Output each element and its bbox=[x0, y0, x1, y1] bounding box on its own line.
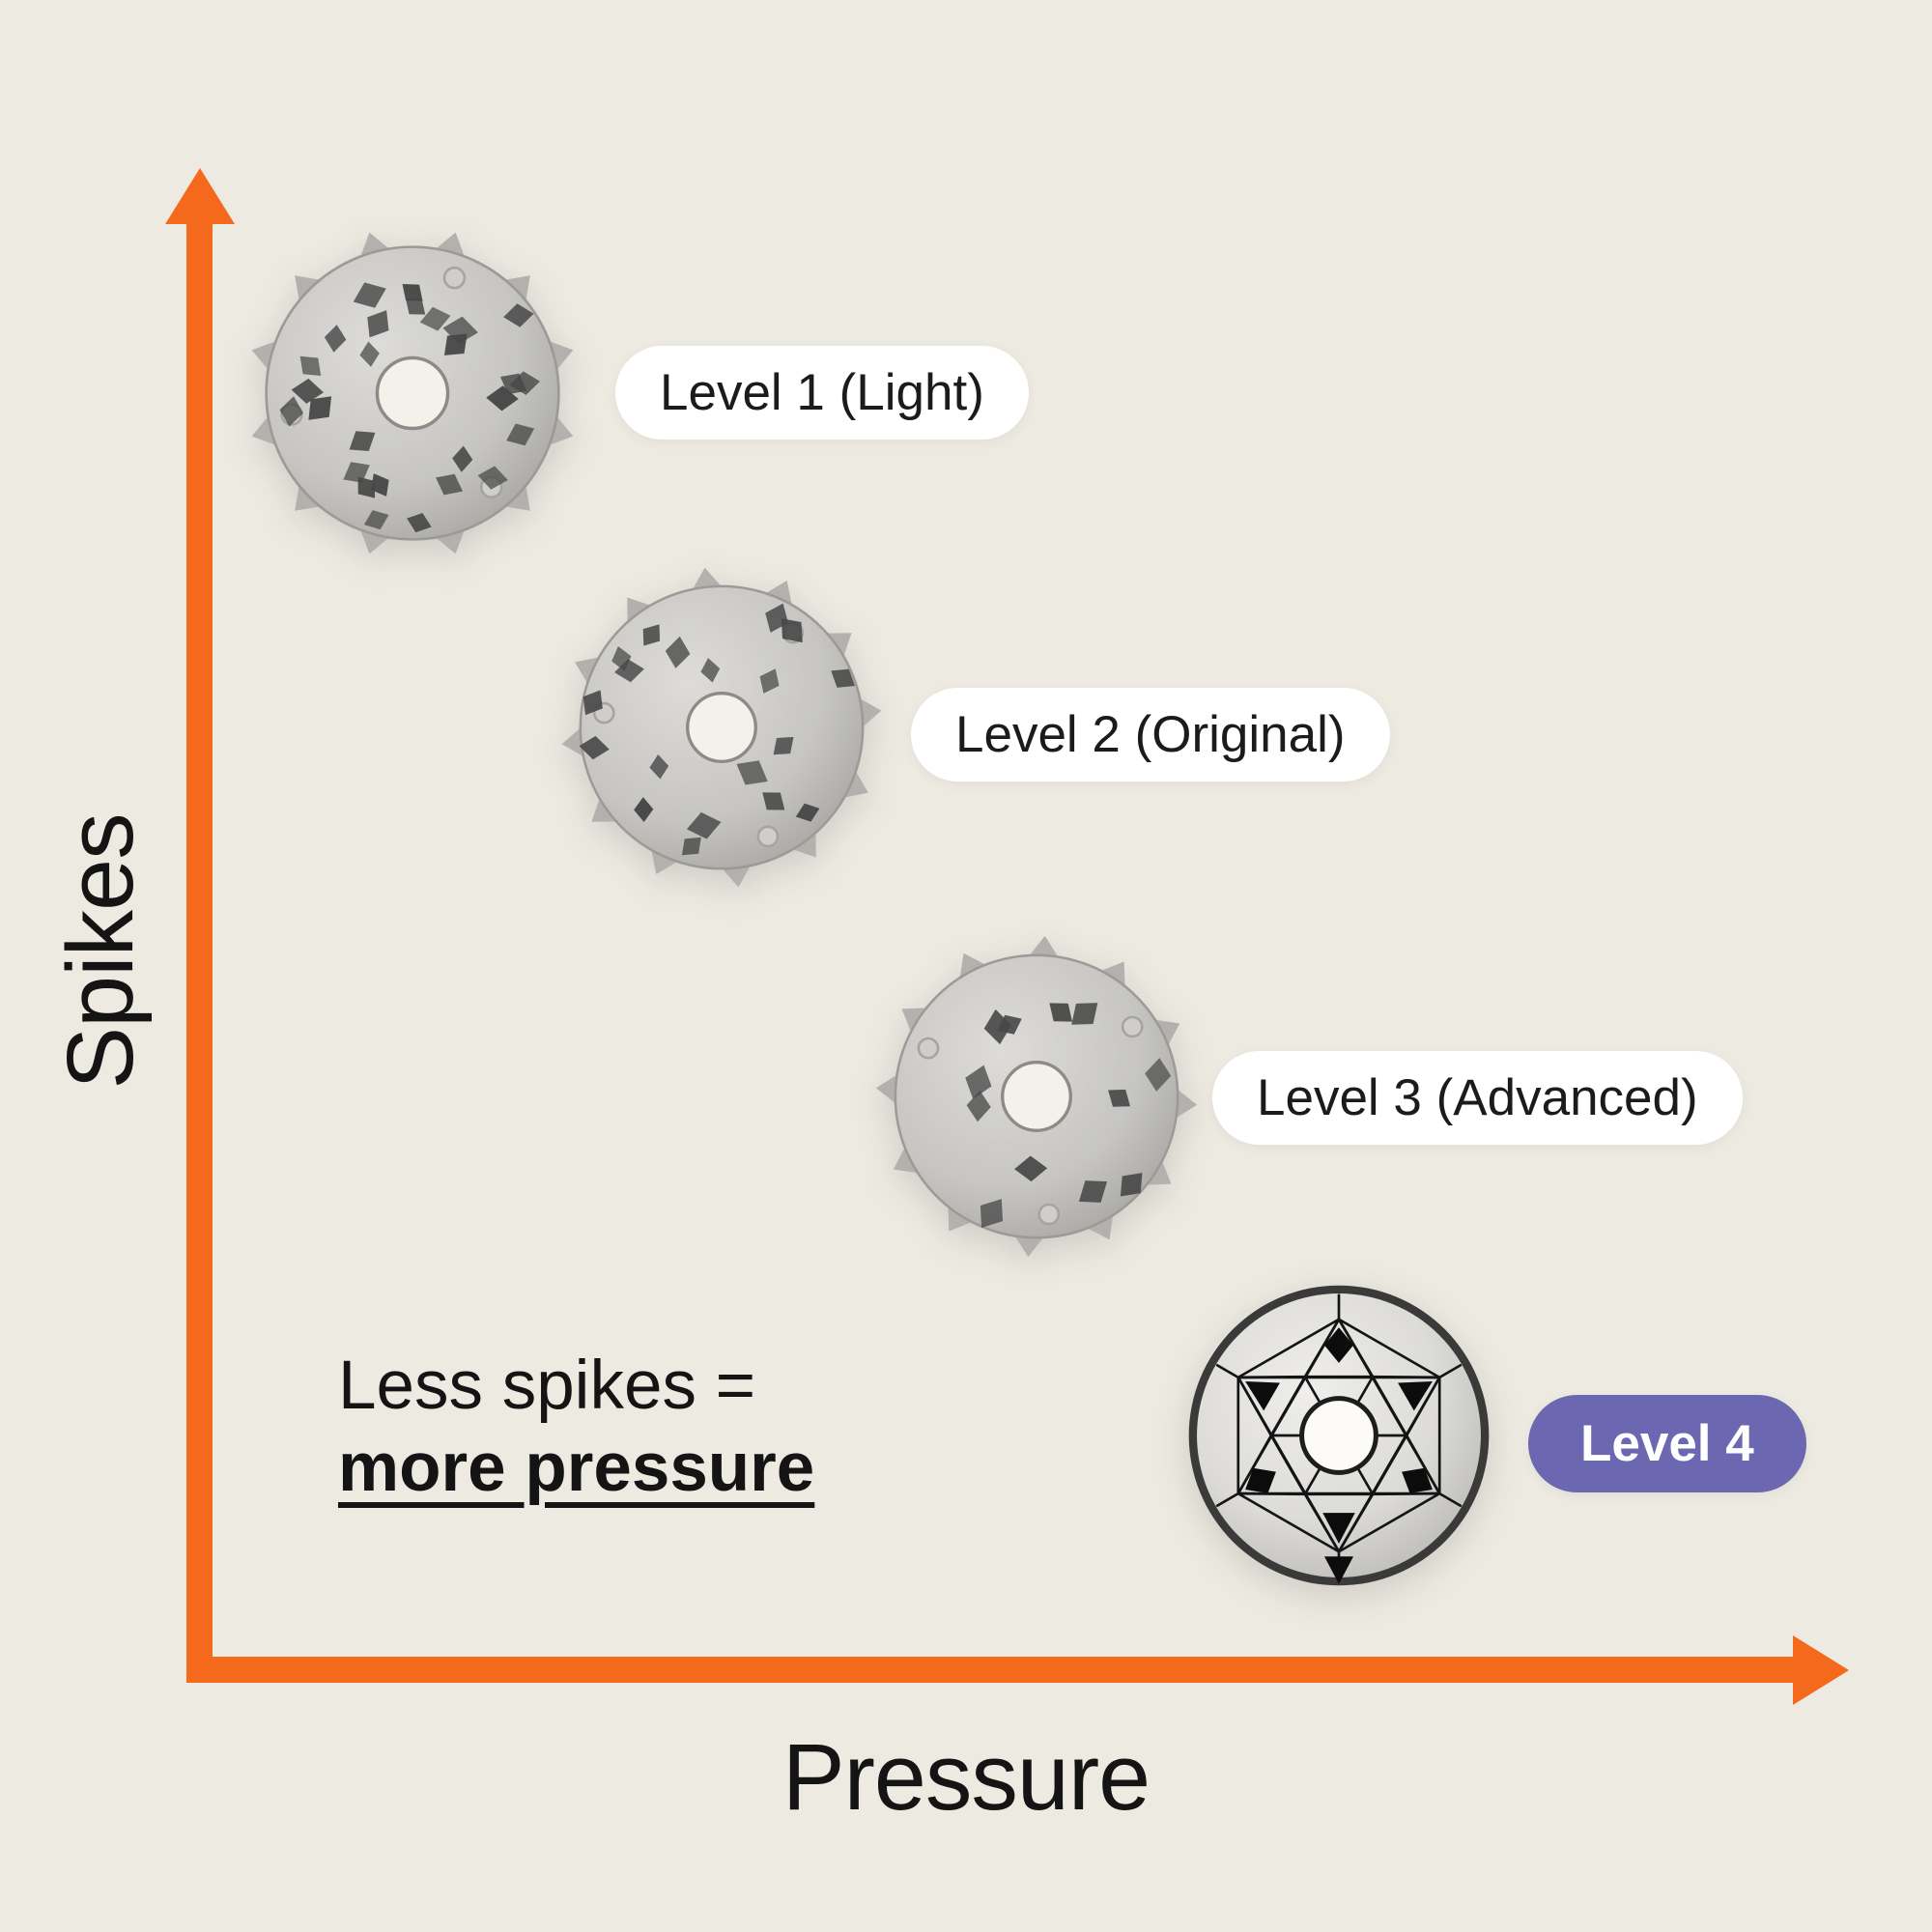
disc-level-1 bbox=[244, 225, 581, 561]
x-axis-arrowhead-icon bbox=[1793, 1635, 1849, 1705]
x-axis-label: Pressure bbox=[781, 1724, 1151, 1830]
disc-level-3 bbox=[874, 934, 1199, 1259]
annotation-line-1: Less spikes = bbox=[338, 1348, 756, 1424]
badge-level-3: Level 3 (Advanced) bbox=[1212, 1051, 1743, 1145]
badge-level-1: Level 1 (Light) bbox=[615, 346, 1029, 440]
y-axis-line bbox=[186, 218, 213, 1683]
x-axis-line bbox=[186, 1657, 1798, 1683]
badge-level-2: Level 2 (Original) bbox=[911, 688, 1390, 781]
disc-level-4 bbox=[1178, 1274, 1500, 1597]
annotation-note: Less spikes = more pressure bbox=[338, 1345, 814, 1509]
y-axis-arrowhead-icon bbox=[165, 168, 235, 224]
y-axis-label: Spikes bbox=[47, 813, 153, 1090]
badge-level-4: Level 4 bbox=[1528, 1395, 1806, 1492]
disc-level-2 bbox=[559, 565, 884, 890]
annotation-line-2: more pressure bbox=[338, 1430, 815, 1507]
